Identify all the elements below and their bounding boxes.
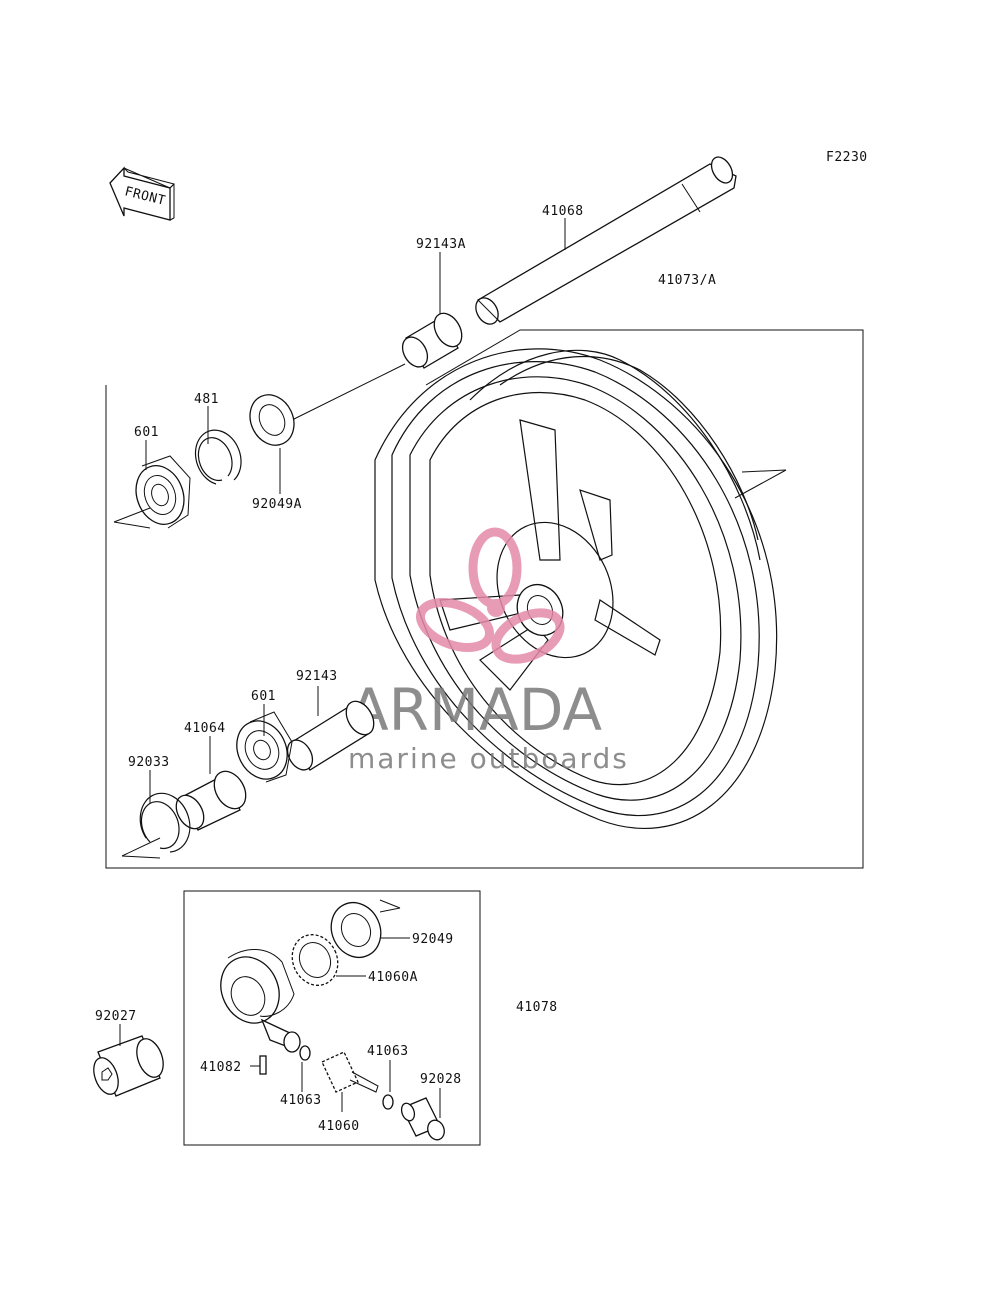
label-41068: 41068 [542, 204, 584, 219]
figure-code: F2230 [826, 150, 868, 165]
label-601-top: 601 [134, 425, 159, 440]
label-92049: 92049 [412, 932, 454, 947]
label-92049a: 92049A [252, 497, 302, 512]
label-41082: 41082 [200, 1060, 242, 1075]
label-92027: 92027 [95, 1009, 137, 1024]
axle-41068 [475, 156, 737, 325]
label-41064: 41064 [184, 721, 226, 736]
oil-seal-92049a [249, 394, 295, 446]
sleeve-92027 [93, 1035, 164, 1097]
label-41073a: 41073/A [658, 273, 716, 288]
circlip-92033 [139, 792, 191, 853]
label-481: 481 [194, 392, 219, 407]
bearing-601-bottom [236, 711, 293, 783]
label-601-bottom: 601 [251, 689, 276, 704]
label-41060a: 41060A [368, 970, 418, 985]
gear-41060a [291, 934, 339, 986]
oil-seal-92049 [330, 902, 382, 958]
gear-housing [220, 948, 301, 1053]
shaft-gear-41060 [321, 1051, 379, 1093]
circlip-481 [194, 429, 242, 485]
wheel-assembly-frame [105, 329, 864, 869]
label-92143a: 92143A [416, 237, 466, 252]
collar-92143a [401, 312, 463, 369]
washer-41063-left [299, 1045, 311, 1061]
label-41078: 41078 [516, 1000, 558, 1015]
bushing-92028 [400, 1097, 445, 1141]
collar-92143 [286, 700, 375, 771]
washer-41063-right [382, 1094, 394, 1110]
armada-watermark: ARMADA marine outboards [348, 527, 629, 775]
label-92028: 92028 [420, 1072, 462, 1087]
front-arrow-icon: FRONT [109, 166, 175, 221]
bearing-601-top [135, 455, 191, 529]
armada-logo-icon [415, 527, 565, 664]
collar-41064 [175, 770, 247, 831]
label-92143: 92143 [296, 669, 338, 684]
label-92033: 92033 [128, 755, 170, 770]
label-41063-left: 41063 [280, 1093, 322, 1108]
watermark-tagline: marine outboards [348, 742, 629, 775]
watermark-brand: ARMADA [349, 676, 602, 744]
label-41060: 41060 [318, 1119, 360, 1134]
label-41063-right: 41063 [367, 1044, 409, 1059]
pin-41082 [259, 1055, 267, 1075]
speedometer-gear-frame [183, 890, 481, 1146]
